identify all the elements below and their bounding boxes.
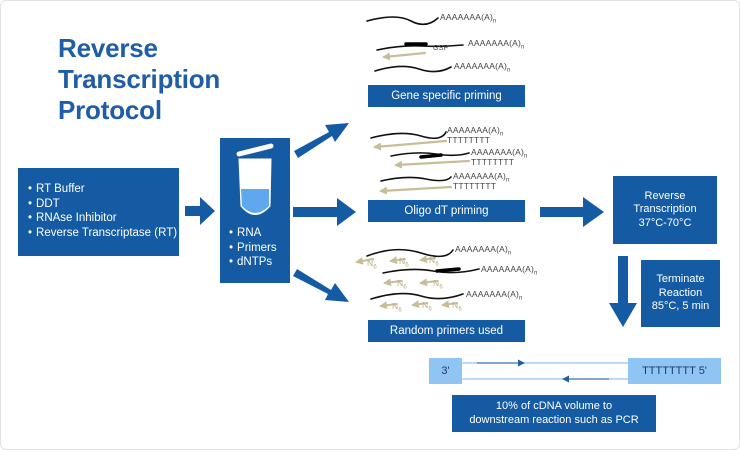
reagent-item: RNAse Inhibitor: [28, 211, 177, 226]
rt-line-1: Reverse: [644, 189, 686, 202]
arrow-to-gene-specific-icon: [294, 123, 349, 158]
cdna-note-box: 10% of cDNA volume to downstream reactio…: [452, 395, 656, 432]
polya-label: AAAAAAA(A)n: [447, 125, 504, 138]
reagent-item: RT Buffer: [28, 182, 177, 197]
polya-label: AAAAAAA(A)n: [453, 171, 510, 184]
note-line-2: downstream reaction such as PCR: [469, 413, 639, 426]
polya-label: AAAAAAA(A)n: [440, 12, 497, 25]
rt-line-2: Transcription: [633, 203, 697, 216]
polya-label: AAAAAAA(A)n: [454, 61, 511, 74]
polyt-label: TTTTTTTT: [447, 135, 491, 145]
polya-label: AAAAAAA(A)n: [455, 244, 512, 257]
tube-item: RNA: [229, 226, 277, 241]
polya-label: AAAAAAA(A)n: [466, 289, 523, 302]
note-line-1: 10% of cDNA volume to: [495, 400, 613, 412]
n6-label: N6: [429, 255, 439, 268]
title-line-1: Reverse: [58, 33, 158, 63]
tube-item: dNTPs: [229, 255, 277, 270]
n6-label: N6: [422, 300, 432, 313]
n6-label: N6: [399, 256, 409, 269]
n6-label: N6: [392, 301, 402, 314]
title-line-2: Transcription: [58, 64, 221, 94]
n6-label: N6: [397, 278, 407, 291]
n6-label: N6: [367, 258, 377, 271]
reagents-box: RT Buffer DDT RNAse Inhibitor Reverse Tr…: [18, 168, 179, 256]
rt-temperature: 37°C-70°C: [638, 216, 692, 229]
polyt-label: TTTTTTTT: [453, 181, 497, 191]
gene-specific-priming-label: Gene specific priming: [368, 85, 525, 107]
n6-label: N6: [433, 278, 443, 291]
polya-label: AAAAAAA(A)n: [471, 147, 528, 160]
arrow-to-rt-box-icon: [540, 197, 604, 227]
terminate-line-2: Reaction: [658, 286, 703, 299]
page-title: Reverse Transcription Protocol: [58, 33, 278, 126]
cdna-5prime-end: TTTTTTTT 5': [628, 358, 721, 384]
polya-label: AAAAAAA(A)n: [468, 38, 525, 51]
reagent-item: Reverse Transcriptase (RT): [28, 226, 177, 241]
terminate-reaction-box: Terminate Reaction 85°C, 5 min: [641, 260, 720, 327]
oligo-dt-priming-label: Oligo dT priming: [368, 200, 525, 222]
polyt-label: TTTTTTTT: [471, 157, 515, 167]
terminate-condition: 85°C, 5 min: [651, 300, 710, 313]
arrow-to-oligo-dt-icon: [293, 198, 356, 226]
arrow-to-random-icon: [293, 269, 349, 302]
arrow-down-to-terminate-icon: [609, 256, 637, 327]
arrow-reagents-to-tube-icon: [185, 197, 215, 225]
gsp-label: GSP: [433, 45, 449, 52]
terminate-line-1: Terminate: [656, 273, 705, 286]
polya-label: AAAAAAA(A)n: [481, 264, 538, 277]
title-line-3: Protocol: [58, 95, 162, 125]
random-primers-label: Random primers used: [368, 320, 525, 342]
tube-icon: [236, 143, 274, 215]
cdna-3prime-end: 3': [429, 358, 462, 384]
reverse-transcription-box: Reverse Transcription 37°C-70°C: [613, 176, 717, 244]
n6-label: N6: [452, 300, 462, 313]
tube-item: Primers: [229, 241, 277, 256]
reagent-item: DDT: [28, 197, 177, 212]
